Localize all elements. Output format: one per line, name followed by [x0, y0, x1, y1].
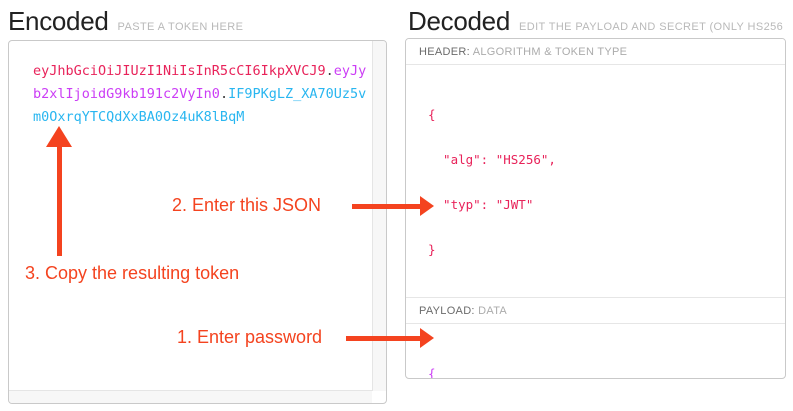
- encoded-subtitle: PASTE A TOKEN HERE: [117, 21, 244, 33]
- header-json-editor[interactable]: { "alg": "HS256", "typ": "JWT" }: [406, 65, 785, 298]
- header-json-line: }: [428, 242, 436, 257]
- vertical-scrollbar-track[interactable]: [372, 41, 386, 391]
- token-separator-1: .: [325, 63, 334, 79]
- header-label-strong: HEADER:: [419, 46, 470, 58]
- payload-label-detail: DATA: [478, 305, 508, 317]
- header-json-line: "alg": "HS256",: [428, 152, 556, 167]
- header-section-label: HEADER: ALGORITHM & TOKEN TYPE: [406, 39, 785, 65]
- arrow-right-shaft-step2: [352, 204, 420, 209]
- arrow-right-icon-step2: [420, 196, 434, 216]
- token-textarea[interactable]: eyJhbGciOiJIUzI1NiIsInR5cCI6IkpXVCJ9.eyJ…: [33, 60, 369, 129]
- annotation-step2: 2. Enter this JSON: [172, 195, 322, 215]
- decoded-title-text: Decoded: [408, 6, 510, 36]
- token-separator-2: .: [219, 86, 229, 102]
- token-header-segment: eyJhbGciOiJIUzI1NiIsInR5cCI6IkpXVCJ9: [33, 63, 326, 79]
- horizontal-scrollbar-track[interactable]: [9, 390, 372, 403]
- arrow-up-shaft: [57, 146, 62, 256]
- payload-json-editor[interactable]: { "role": "todo_user" }: [406, 324, 785, 379]
- annotation-step1: 1. Enter password: [177, 327, 323, 347]
- arrow-right-icon-step1: [420, 328, 434, 348]
- payload-label-strong: PAYLOAD:: [419, 305, 475, 317]
- annotation-step3: 3. Copy the resulting token: [25, 263, 240, 283]
- decoded-box: HEADER: ALGORITHM & TOKEN TYPE { "alg": …: [405, 38, 786, 379]
- token-signature-segment: IF9PKgLZ_XA70Uz5vm0OxrqYTCQdXxBA0Oz4uK8l…: [33, 86, 367, 125]
- payload-section-label: PAYLOAD: DATA: [406, 298, 785, 324]
- header-json-line: {: [428, 107, 436, 122]
- encoded-token-box: eyJhbGciOiJIUzI1NiIsInR5cCI6IkpXVCJ9.eyJ…: [8, 40, 387, 404]
- header-label-detail: ALGORITHM & TOKEN TYPE: [472, 46, 628, 58]
- arrow-right-shaft-step1: [346, 336, 420, 341]
- encoded-title-text: Encoded: [8, 6, 109, 36]
- arrow-up-icon: [46, 126, 72, 147]
- payload-json-line: {: [428, 366, 436, 379]
- header-json-line: "typ": "JWT": [428, 197, 534, 212]
- token-payload-segment: eyJyb2xlIjoidG9kb191c2VyIn0: [33, 63, 367, 102]
